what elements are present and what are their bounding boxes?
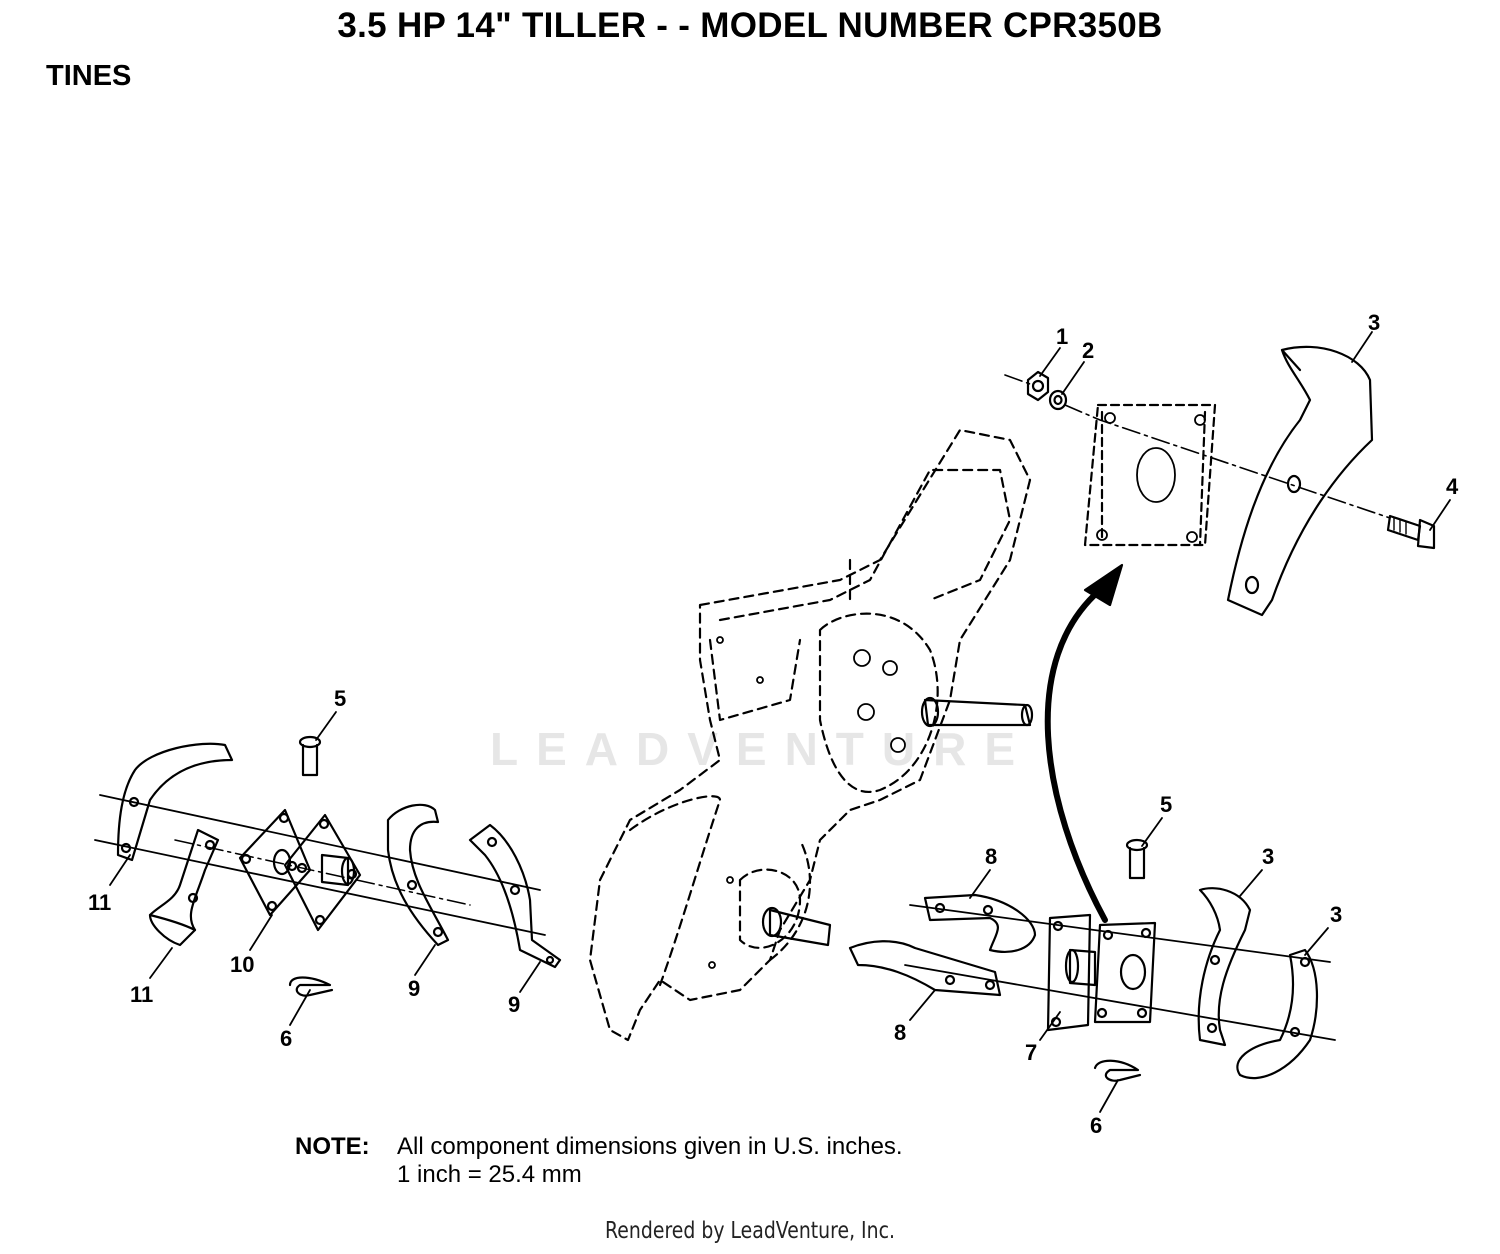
callout-2: 2 — [1082, 338, 1094, 363]
callout-8-lower: 8 — [894, 1020, 906, 1045]
tine-part-3-lower-a — [1197, 887, 1252, 1047]
lock-washer-part-2 — [1048, 389, 1068, 411]
hub-plate-installed — [1093, 921, 1157, 1024]
callout-4: 4 — [1446, 474, 1459, 499]
note-line-1: All component dimensions given in U.S. i… — [397, 1133, 903, 1160]
callout-1: 1 — [1056, 324, 1068, 349]
tine-part-3-lower-b — [1236, 948, 1318, 1080]
callout-11-lower: 11 — [130, 982, 153, 1007]
callout-10: 10 — [230, 952, 254, 977]
hub-collar-left — [272, 848, 356, 887]
tine-part-8-lower — [848, 940, 1002, 997]
right-tine-shaft-line-lower — [904, 964, 1336, 1041]
callout-9-right: 9 — [508, 992, 520, 1017]
watermark: LEADVENTURE — [490, 723, 1034, 775]
assembly-centerline-upper — [1004, 374, 1391, 519]
hairpin-clip-part-6-left — [288, 976, 334, 997]
callout-8-upper: 8 — [985, 844, 997, 869]
flange-plate-part-10-b — [283, 813, 362, 932]
tine-part-11-lower — [148, 828, 220, 947]
callout-leaders — [109, 331, 1451, 1113]
callout-3-upper: 3 — [1368, 310, 1380, 335]
note-label: NOTE: — [295, 1133, 370, 1160]
callout-3-middle: 3 — [1262, 844, 1274, 869]
carriage-bolt-part-4 — [1386, 514, 1436, 550]
tine-part-9-middle — [386, 803, 450, 947]
callout-7: 7 — [1025, 1040, 1037, 1065]
tine-part-11-upper — [116, 742, 234, 862]
dimensions-note: NOTE: All component dimensions given in U… — [295, 1133, 903, 1189]
transmission-housing-phantom — [588, 428, 1032, 1042]
clevis-pin-part-5-left — [298, 735, 322, 777]
flange-plate-part-7 — [1046, 913, 1097, 1032]
housing-bolt-holes — [708, 636, 906, 969]
callout-6-right: 6 — [1090, 1113, 1102, 1138]
right-tine-shaft-line-upper — [909, 904, 1331, 963]
section-heading: TINES — [46, 60, 132, 92]
callout-9-middle: 9 — [408, 976, 420, 1001]
tine-part-3-upper — [1226, 345, 1374, 617]
callout-5-left: 5 — [334, 686, 346, 711]
assembly-arrow — [1044, 563, 1124, 923]
hex-nut-part-1 — [1026, 370, 1050, 402]
left-tine-shaft-line-upper — [99, 794, 541, 891]
clevis-pin-part-5-right — [1125, 838, 1149, 880]
callout-3-right: 3 — [1330, 902, 1342, 927]
output-shaft-left — [761, 906, 832, 947]
flange-plate-part-10-a — [238, 808, 312, 917]
callout-11-upper: 11 — [88, 890, 111, 915]
hub-plate-holes — [1096, 412, 1206, 543]
note-line-2: 1 inch = 25.4 mm — [397, 1161, 582, 1188]
left-tine-centerline — [174, 839, 471, 906]
hub-plate-dashed — [1083, 403, 1217, 547]
note-text: All component dimensions given in U.S. i… — [397, 1133, 903, 1189]
footer-credit: Rendered by LeadVenture, Inc. — [605, 1218, 895, 1244]
callout-6-left: 6 — [280, 1026, 292, 1051]
callout-5-right: 5 — [1160, 792, 1172, 817]
hairpin-clip-part-6-right — [1093, 1059, 1142, 1082]
page-title: 3.5 HP 14" TILLER - - MODEL NUMBER CPR35… — [337, 6, 1163, 45]
tine-part-9-right — [468, 823, 562, 969]
tine-part-8-upper — [923, 893, 1037, 953]
left-tine-shaft-line-lower — [94, 839, 546, 936]
output-shaft-right — [920, 696, 1034, 728]
